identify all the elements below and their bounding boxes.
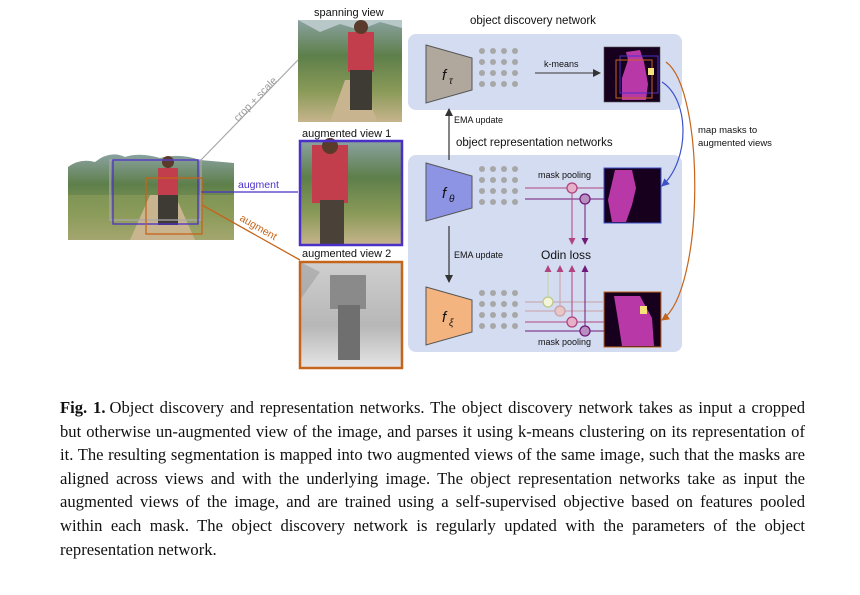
feature-grids (479, 48, 518, 329)
feature-dot (490, 48, 496, 54)
svg-text:f: f (442, 67, 448, 84)
feature-dot (490, 177, 496, 183)
feature-dot (512, 323, 518, 329)
feature-dot (490, 81, 496, 87)
feature-dot (512, 177, 518, 183)
feature-dot (501, 166, 507, 172)
augment-label-1: augment (238, 179, 279, 191)
feature-dot (490, 59, 496, 65)
feature-dot (512, 199, 518, 205)
svg-text:f: f (442, 309, 448, 326)
f-xi-network: f ξ (425, 286, 473, 346)
feature-dot (490, 312, 496, 318)
feature-dot (501, 312, 507, 318)
crop-scale-line (200, 59, 299, 161)
feature-dot (512, 166, 518, 172)
feature-dot (512, 48, 518, 54)
feature-dot (501, 70, 507, 76)
pipeline-diagram: object discovery network object represen… (68, 7, 772, 370)
feature-dot (501, 290, 507, 296)
svg-text:τ: τ (449, 76, 454, 87)
augmented-view-2-label: augmented view 2 (302, 248, 391, 260)
map-arrow-blue (661, 81, 684, 187)
feature-dot (479, 59, 485, 65)
svg-text:ξ: ξ (449, 318, 454, 329)
feature-dot (479, 301, 485, 307)
discovery-network-title: object discovery network (470, 15, 596, 27)
augmented-mask-2 (603, 291, 662, 348)
crop-scale-label: crop + scale (232, 75, 280, 124)
mask-pooling-bottom (525, 265, 604, 337)
feature-dot (512, 290, 518, 296)
svg-text:θ: θ (449, 194, 455, 205)
feature-dot (501, 177, 507, 183)
augmented-mask-1 (603, 167, 662, 224)
caption-text: Object discovery and representation netw… (60, 398, 805, 559)
feature-dot (512, 312, 518, 318)
feature-dot (490, 301, 496, 307)
feature-dot (479, 166, 485, 172)
feature-dot (479, 177, 485, 183)
augment-line-2 (201, 204, 301, 261)
feature-grid-tau (479, 48, 518, 87)
spanning-view-image (298, 20, 402, 122)
feature-dot (479, 323, 485, 329)
svg-text:f: f (442, 185, 448, 202)
feature-dot (501, 59, 507, 65)
source-image (68, 154, 234, 240)
feature-dot (501, 81, 507, 87)
ema-update-bottom-label: EMA update (454, 250, 503, 260)
map-masks-label-1: map masks to (698, 125, 757, 136)
augmented-view-1-label: augmented view 1 (302, 128, 391, 140)
augmented-view-2-image (298, 260, 404, 370)
feature-dot (512, 301, 518, 307)
mask-pooling-top-label: mask pooling (538, 170, 591, 180)
map-arrow-orange (661, 61, 696, 321)
discovery-mask (603, 46, 661, 103)
mask-pooling-top (525, 182, 604, 245)
figure-1: object discovery network object represen… (68, 7, 772, 370)
feature-dot (501, 301, 507, 307)
feature-dot (479, 312, 485, 318)
feature-grid-xi (479, 290, 518, 329)
figure-caption: Fig. 1.Object discovery and representati… (60, 396, 805, 561)
ema-update-top-label: EMA update (454, 115, 503, 125)
feature-dot (490, 290, 496, 296)
feature-grid-theta (479, 166, 518, 205)
feature-dot (501, 188, 507, 194)
feature-dot (512, 70, 518, 76)
feature-dot (512, 59, 518, 65)
source-crop-box-aug1 (112, 159, 199, 225)
augment-label-2: augment (238, 212, 279, 243)
mask-pooling-bottom-label: mask pooling (538, 337, 591, 347)
feature-dot (501, 199, 507, 205)
spanning-view-label: spanning view (314, 7, 384, 19)
feature-dot (490, 199, 496, 205)
map-masks-label-2: augmented views (698, 138, 772, 149)
feature-dot (501, 323, 507, 329)
f-theta-network: f θ (425, 162, 473, 222)
feature-dot (490, 323, 496, 329)
feature-dot (479, 199, 485, 205)
feature-dot (479, 70, 485, 76)
feature-dot (512, 81, 518, 87)
feature-dot (501, 48, 507, 54)
k-means-label: k-means (544, 59, 579, 69)
source-crop-box-aug2 (145, 177, 203, 235)
representation-networks-title: object representation networks (456, 137, 613, 149)
caption-lead: Fig. 1. (60, 398, 106, 417)
feature-dot (490, 166, 496, 172)
feature-dot (479, 290, 485, 296)
feature-dot (512, 188, 518, 194)
feature-dot (479, 81, 485, 87)
odin-loss-label: Odin loss (541, 248, 591, 262)
feature-dot (479, 48, 485, 54)
feature-dot (490, 188, 496, 194)
f-tau-network: f τ (425, 44, 473, 104)
feature-dot (479, 188, 485, 194)
feature-dot (490, 70, 496, 76)
augmented-view-1-image (298, 138, 404, 247)
